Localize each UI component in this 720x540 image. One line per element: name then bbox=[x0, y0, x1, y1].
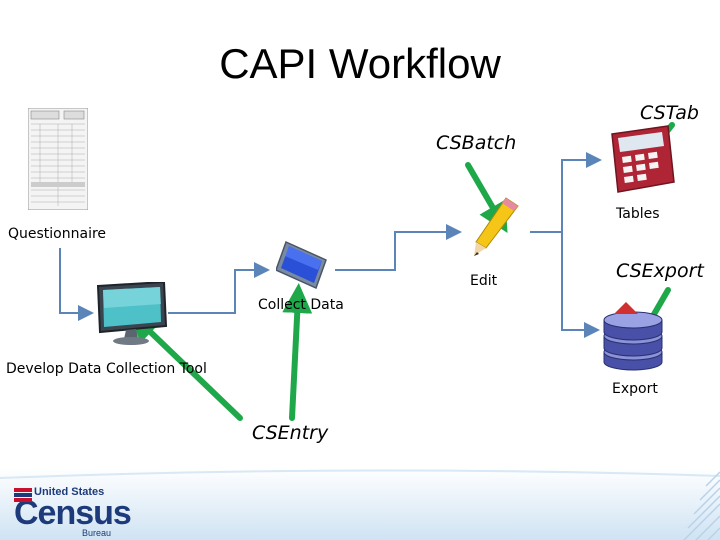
step-label-tables: Tables bbox=[616, 206, 660, 222]
csbatch-arrow bbox=[465, 162, 508, 233]
census-logo-mark bbox=[14, 488, 32, 502]
step-label-develop: Develop Data Collection Tool bbox=[6, 361, 207, 377]
census-bureau-logo: United States Census Bureau bbox=[14, 486, 132, 538]
questionnaire-form-icon bbox=[28, 108, 88, 210]
connector-edit-tables bbox=[530, 152, 602, 233]
connector-questionnaire-develop bbox=[59, 248, 94, 321]
tool-label-csexport: CSExport bbox=[616, 260, 704, 282]
slide-title: CAPI Workflow bbox=[219, 40, 501, 87]
calculator-icon bbox=[611, 125, 675, 193]
tool-label-csbatch: CSBatch bbox=[436, 132, 517, 154]
csentry-develop-arrow bbox=[129, 311, 243, 421]
monitor-icon bbox=[96, 282, 168, 345]
logo-line-1: United States bbox=[34, 486, 105, 498]
logo-line-3: Bureau bbox=[82, 528, 112, 538]
tool-label-csentry: CSEntry bbox=[252, 422, 329, 444]
database-export-icon bbox=[603, 302, 663, 371]
connector-develop-collect bbox=[168, 262, 270, 314]
step-label-edit: Edit bbox=[470, 273, 498, 289]
connector-edit-export bbox=[561, 232, 600, 338]
csentry-arrow bbox=[282, 283, 313, 421]
logo-line-2: Census bbox=[14, 494, 132, 532]
handheld-device-icon bbox=[276, 240, 327, 290]
tool-label-cstab: CSTab bbox=[640, 102, 699, 124]
connector-collect-edit bbox=[335, 224, 462, 271]
step-label-questionnaire: Questionnaire bbox=[8, 226, 107, 242]
step-label-export: Export bbox=[612, 381, 658, 397]
footer-band bbox=[0, 468, 720, 540]
pencil-icon bbox=[474, 197, 519, 256]
step-label-collect: Collect Data bbox=[258, 297, 344, 313]
